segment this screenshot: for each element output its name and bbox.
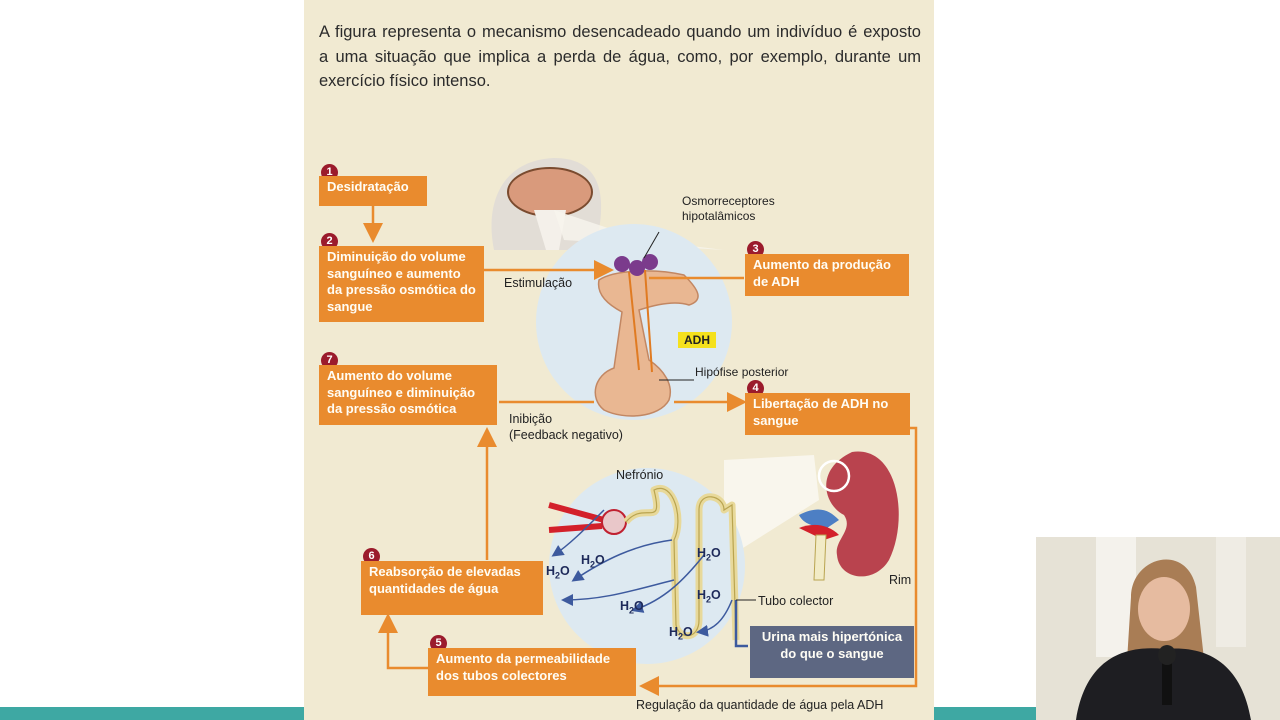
figure-caption: Regulação da quantidade de água pela ADH: [636, 698, 884, 712]
h2o-label: H2O: [669, 625, 693, 642]
step-number-6: 6: [363, 548, 380, 565]
step-box-blood-volume-decrease: Diminuição do volume sanguíneo e aumento…: [319, 246, 484, 322]
label-inhibition: Inibição: [509, 412, 553, 426]
step-box-blood-volume-increase: Aumento do volume sanguíneo e diminuição…: [319, 365, 497, 425]
step-number-7: 7: [321, 352, 338, 369]
webcam-overlay: [1036, 537, 1280, 720]
kidney-icon: [826, 451, 899, 577]
label-posterior-pituitary: Hipófise posterior: [695, 365, 789, 379]
presenter-video: [1036, 537, 1280, 720]
adh-tag: ADH: [678, 332, 716, 348]
label-nephron: Nefrónio: [616, 468, 664, 482]
step-number-5: 5: [430, 635, 447, 652]
brain-icon: [507, 167, 593, 217]
result-box-hypertonic-urine: Urina mais hipertónica do que o sangue: [750, 626, 914, 678]
h2o-label: H2O: [546, 564, 570, 581]
label-stimulation: Estimulação: [504, 276, 573, 290]
step-number-3: 3: [747, 241, 764, 258]
label-kidney: Rim: [889, 573, 912, 587]
document-page: A figura representa o mecanismo desencad…: [304, 0, 934, 720]
step-number-2: 2: [321, 233, 338, 250]
step-box-water-reabsorption: Reabsorção de elevadas quantidades de ág…: [361, 561, 543, 615]
diagram-illustration: [363, 158, 918, 696]
step-number-4: 4: [747, 380, 764, 397]
step-box-dehydration: Desidratação: [319, 176, 427, 206]
h2o-label: H2O: [697, 588, 721, 605]
h2o-label: H2O: [697, 546, 721, 563]
h2o-label: H2O: [620, 599, 644, 616]
h2o-label: H2O: [581, 553, 605, 570]
label-osmoreceptors: Osmorreceptores hipotalâmicos: [682, 194, 775, 223]
intro-paragraph: A figura representa o mecanismo desencad…: [319, 23, 921, 90]
step-box-adh-release: Libertação de ADH no sangue: [745, 393, 910, 435]
step-box-permeability-increase: Aumento da permeabilidade dos tubos cole…: [428, 648, 636, 696]
step-box-adh-production: Aumento da produção de ADH: [745, 254, 909, 296]
label-feedback: (Feedback negativo): [509, 428, 623, 442]
label-collecting-tube: Tubo colector: [758, 594, 834, 608]
